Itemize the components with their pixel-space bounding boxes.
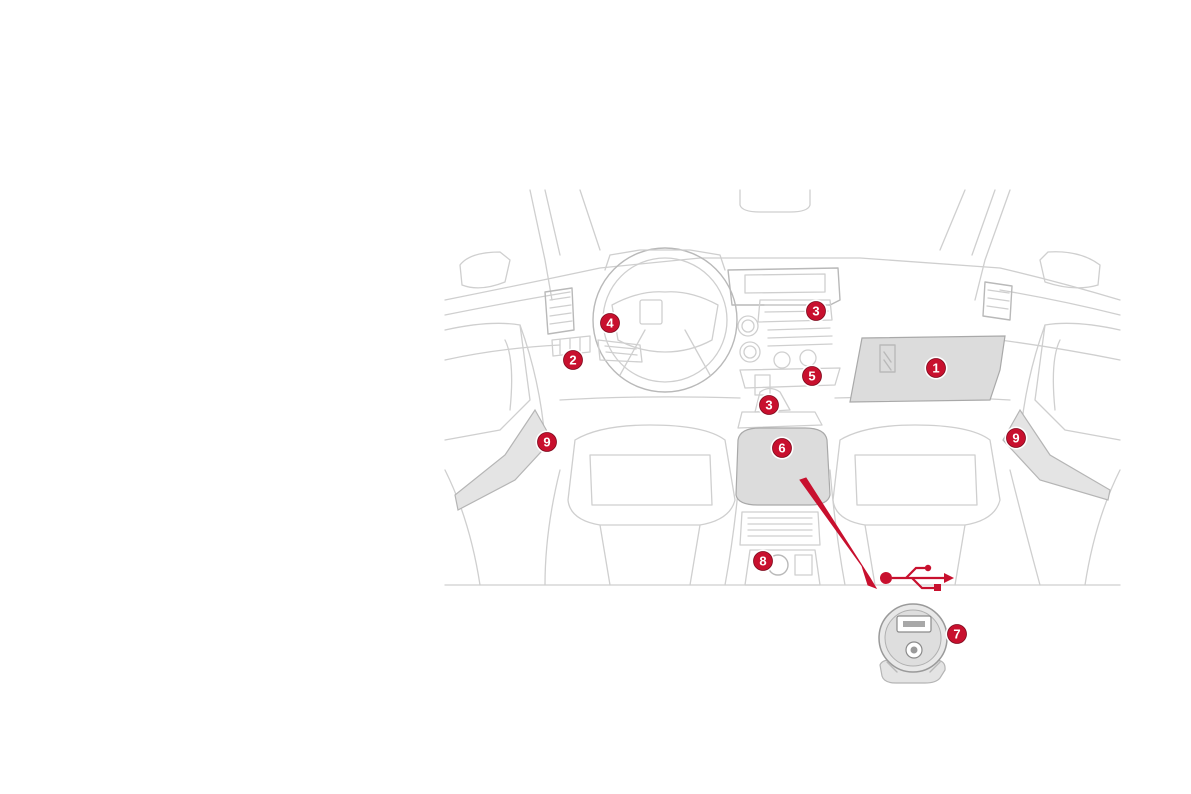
svg-text:6: 6 <box>778 441 785 456</box>
marker-left-door-bin: 9 <box>536 431 559 454</box>
right-door-bin-highlight <box>1003 410 1110 500</box>
marker-left-dash-switches: 2 <box>562 349 585 372</box>
marker-glovebox: 1 <box>925 357 948 380</box>
marker-right-door-bin: 9 <box>1005 427 1028 450</box>
svg-text:1: 1 <box>932 361 939 376</box>
usb-socket-detail <box>879 604 947 683</box>
left-seat <box>545 425 740 585</box>
svg-text:7: 7 <box>953 627 960 642</box>
marker-console-storage: 3 <box>758 394 781 417</box>
svg-text:3: 3 <box>765 398 772 413</box>
svg-text:9: 9 <box>1012 431 1019 446</box>
svg-text:9: 9 <box>543 435 550 450</box>
marker-armrest: 6 <box>771 437 794 460</box>
marker-upper-dash-storage: 3 <box>805 300 828 323</box>
svg-text:3: 3 <box>812 304 819 319</box>
marker-center-controls: 5 <box>801 365 824 388</box>
marker-power-socket: 8 <box>752 550 775 573</box>
left-door-bin-highlight <box>455 410 552 510</box>
usb-icon <box>880 565 954 591</box>
right-seat <box>830 425 1040 585</box>
marker-steering-wheel: 4 <box>599 312 622 335</box>
rear-view-mirror <box>740 190 810 212</box>
right-side-mirror <box>1040 252 1100 288</box>
interior-drawing <box>445 190 1120 585</box>
left-side-mirror <box>460 252 510 288</box>
svg-text:5: 5 <box>808 369 815 384</box>
svg-text:4: 4 <box>606 316 614 331</box>
svg-text:8: 8 <box>759 554 766 569</box>
svg-text:2: 2 <box>569 353 576 368</box>
marker-usb-socket: 7 <box>946 623 969 646</box>
